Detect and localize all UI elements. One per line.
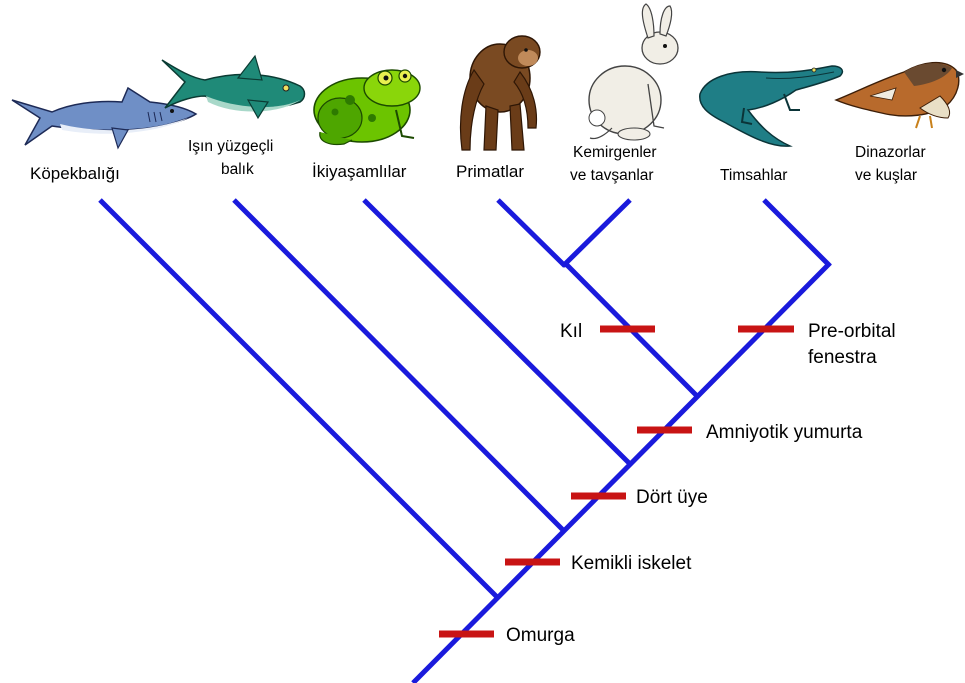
taxon-label-amphibians: İkiyaşamlılar	[312, 162, 407, 181]
taxon-label-dinosaurs-line1: Dinazorlar	[855, 144, 926, 161]
branch-primates	[498, 200, 565, 266]
trait-label-vertebra: Omurga	[506, 625, 575, 646]
trait-label-bony-skeleton: Kemikli iskelet	[571, 553, 692, 574]
branch-crocodiles	[764, 200, 830, 266]
branch-shark	[100, 200, 498, 598]
crocodile-icon	[700, 66, 843, 146]
trait-label-preorbital-line1: Pre-orbital	[808, 321, 896, 342]
taxon-labels: Köpekbalığı Işın yüzgeçli balık İkiyaşam…	[30, 138, 926, 184]
trait-label-preorbital-line2: fenestra	[808, 347, 877, 368]
trait-labels: Kıl Pre-orbital fenestra Amniyotik yumur…	[506, 321, 896, 646]
branch-ray-finned-fish	[234, 200, 563, 530]
bird-icon	[836, 63, 964, 128]
ape-icon	[461, 36, 541, 150]
taxon-label-fish-line2: balık	[221, 161, 254, 178]
taxon-label-primates: Primatlar	[456, 162, 524, 181]
shark-icon	[12, 88, 196, 148]
branch-rodents-rabbits	[563, 200, 630, 266]
taxon-label-fish-line1: Işın yüzgeçli	[188, 138, 273, 155]
taxon-label-dinosaurs-line2: ve kuşlar	[855, 167, 917, 184]
trait-label-amniotic: Amniyotik yumurta	[706, 422, 863, 443]
taxon-label-rodents-line2: ve tavşanlar	[570, 167, 654, 184]
taxon-label-shark: Köpekbalığı	[30, 164, 120, 183]
rabbit-icon	[589, 4, 678, 140]
taxon-label-rodents-line1: Kemirgenler	[573, 144, 657, 161]
trait-label-hair: Kıl	[560, 321, 582, 342]
frog-icon	[314, 70, 420, 145]
trait-label-four-limbs: Dört üye	[636, 487, 708, 508]
taxon-label-crocodiles: Timsahlar	[720, 167, 787, 184]
